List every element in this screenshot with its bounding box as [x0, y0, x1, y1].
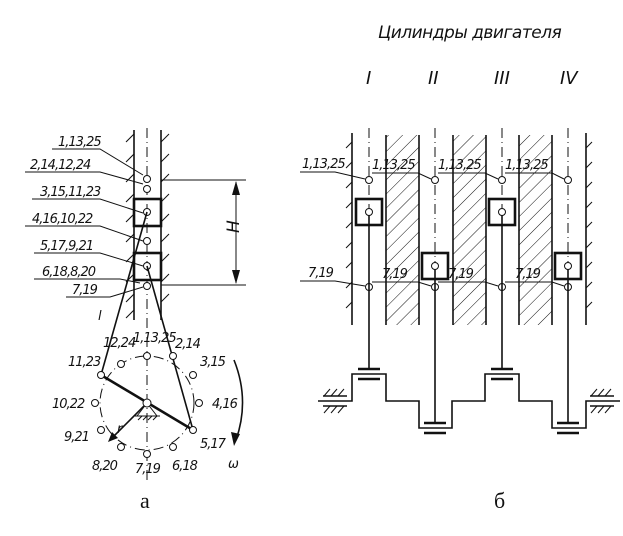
piston-lower	[132, 251, 163, 282]
bdc-label: 7,19	[382, 267, 408, 282]
cylinder-label-4: IV	[560, 68, 579, 89]
crank-position-label: 9,21	[64, 430, 89, 445]
crank-position-label: 1,13,25	[133, 331, 176, 346]
rotation-arrow	[233, 359, 244, 441]
panel-b: Цилиндры двигателя I II III IV	[300, 23, 620, 513]
connecting-rod-1	[100, 211, 148, 376]
block-wall-2-3	[453, 135, 486, 325]
rod-label: l	[98, 309, 102, 324]
cylinder-label-3: III	[494, 68, 510, 89]
bearing-left	[323, 388, 347, 414]
crank-position-label: 5,17	[200, 437, 227, 452]
pin-point	[143, 185, 151, 193]
crank-circle	[99, 355, 195, 451]
caption-b: б	[494, 488, 505, 513]
title: Цилиндры двигателя	[378, 23, 562, 43]
crank-position-label: 4,16	[212, 397, 238, 412]
crankshaft	[318, 373, 620, 429]
crank-position-label: 12,24	[103, 336, 136, 351]
position-leaders	[25, 148, 144, 298]
position-label: 6,18,8,20	[42, 265, 96, 280]
block-wall-3-4	[519, 135, 552, 325]
wall-hatch-right	[160, 133, 170, 303]
bdc-label: 7,19	[448, 267, 474, 282]
pin-point	[143, 282, 151, 290]
stroke-label: H	[224, 220, 244, 233]
crank-position-label: 7,19	[135, 462, 161, 477]
crank-center	[142, 398, 152, 408]
position-label: 7,19	[72, 283, 98, 298]
tdc-label: 1,13,25	[438, 158, 481, 173]
wall-hatch-left	[125, 133, 135, 319]
tdc-label: 1,13,25	[302, 157, 345, 172]
crank-position-label: 8,20	[92, 459, 118, 474]
position-label: 2,14,12,24	[30, 158, 91, 173]
bdc-label: 7,19	[515, 267, 541, 282]
pin-point	[143, 175, 151, 183]
pin-point	[143, 237, 151, 245]
bearing-right	[590, 388, 614, 414]
position-label: 3,15,11,23	[40, 185, 101, 200]
crank-position-label: 2,14	[175, 337, 201, 352]
tdc-label: 1,13,25	[505, 158, 548, 173]
crank-position-label: 10,22	[52, 397, 85, 412]
caption-a: а	[140, 488, 150, 513]
crank-radius	[109, 402, 148, 441]
position-label: 4,16,10,22	[32, 212, 93, 227]
bdc-label: 7,19	[308, 266, 334, 281]
tdc-label: 1,13,25	[372, 158, 415, 173]
position-label: 1,13,25	[58, 135, 101, 150]
crank-position-label: 11,23	[68, 355, 101, 370]
panel-a: H 1,13,25 2,14,12,24 3,15,11,23 4,16,10,…	[25, 128, 246, 513]
cylinder-label-1: I	[366, 68, 371, 89]
piston-upper	[132, 197, 163, 228]
crank-position-label: 3,15	[200, 355, 226, 370]
block-wall-1-2	[386, 135, 419, 325]
crank-position-label: 6,18	[172, 459, 198, 474]
position-label: 5,17,9,21	[40, 239, 93, 254]
omega-label: ω	[228, 457, 239, 472]
cylinder-label-2: II	[428, 68, 439, 89]
connecting-rod-2	[146, 265, 194, 431]
crank-label: r	[117, 422, 124, 437]
